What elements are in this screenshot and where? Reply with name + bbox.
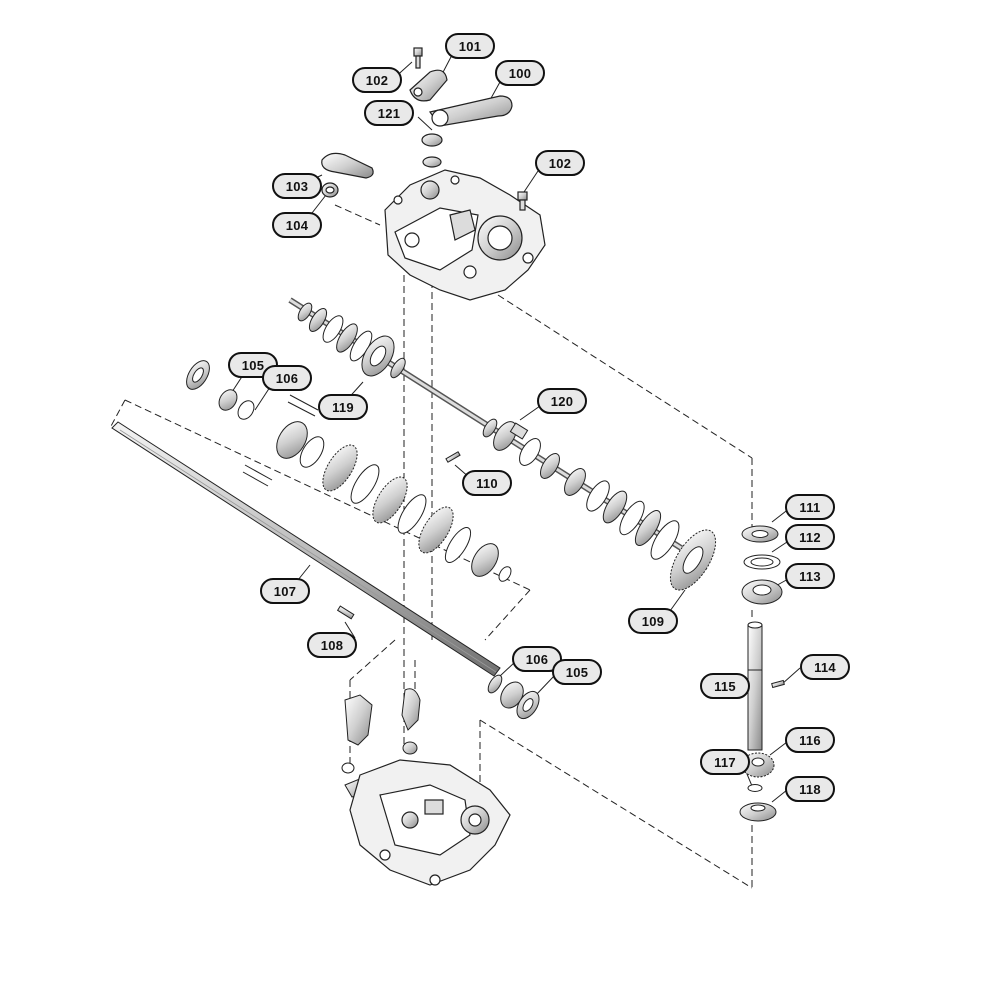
washer-106-right — [487, 674, 503, 694]
gear-119 — [361, 335, 395, 377]
washer-121 — [421, 133, 443, 168]
pin-114 — [771, 679, 785, 689]
lower-housing — [349, 759, 511, 886]
callout-101[interactable]: 101 — [445, 33, 495, 59]
gear-116 — [741, 752, 775, 778]
callout-107[interactable]: 107 — [260, 578, 310, 604]
bearing-105-left — [186, 360, 210, 390]
hub-gear — [276, 421, 325, 468]
washer-112 — [743, 554, 781, 570]
bushing-104 — [321, 182, 339, 198]
cotter-pins — [242, 394, 319, 487]
differential-gear-stack — [186, 360, 512, 582]
bolt-102-right — [517, 191, 528, 211]
shift-knob-103 — [321, 152, 374, 179]
pin-110 — [445, 451, 461, 463]
upper-housing — [384, 169, 546, 301]
callout-111[interactable]: 111 — [785, 494, 835, 520]
ring-117 — [747, 784, 763, 792]
callout-119[interactable]: 119 — [318, 394, 368, 420]
callout-106-right[interactable]: 106 — [512, 646, 562, 672]
bushing-118 — [739, 802, 777, 822]
callout-112[interactable]: 112 — [785, 524, 835, 550]
callout-117[interactable]: 117 — [700, 749, 750, 775]
callout-113[interactable]: 113 — [785, 563, 835, 589]
callout-109[interactable]: 109 — [628, 608, 678, 634]
bevel-gear-109 — [669, 529, 717, 591]
callout-110[interactable]: 110 — [462, 470, 512, 496]
callout-102-top[interactable]: 102 — [352, 67, 402, 93]
callout-104[interactable]: 104 — [272, 212, 322, 238]
callout-118[interactable]: 118 — [785, 776, 835, 802]
axle-shaft-107 — [111, 421, 501, 677]
callout-121[interactable]: 121 — [364, 100, 414, 126]
callout-105-right[interactable]: 105 — [552, 659, 602, 685]
callout-116[interactable]: 116 — [785, 727, 835, 753]
main-gear-shaft — [288, 297, 717, 591]
callout-106-left[interactable]: 106 — [262, 365, 312, 391]
callout-103[interactable]: 103 — [272, 173, 322, 199]
bearing-111 — [741, 525, 779, 543]
shift-arm-101 — [409, 69, 448, 102]
callout-115[interactable]: 115 — [700, 673, 750, 699]
bolt-102-top — [413, 47, 423, 69]
shift-lever-100 — [428, 95, 513, 127]
collar-120 — [493, 421, 541, 466]
callout-102-right[interactable]: 102 — [535, 150, 585, 176]
bearing-113 — [741, 579, 783, 605]
key-108 — [336, 605, 355, 620]
callout-108[interactable]: 108 — [307, 632, 357, 658]
callout-114[interactable]: 114 — [800, 654, 850, 680]
vertical-shaft-115 — [747, 621, 763, 751]
bearing-105-right — [500, 681, 540, 720]
callout-100[interactable]: 100 — [495, 60, 545, 86]
callout-120[interactable]: 120 — [537, 388, 587, 414]
